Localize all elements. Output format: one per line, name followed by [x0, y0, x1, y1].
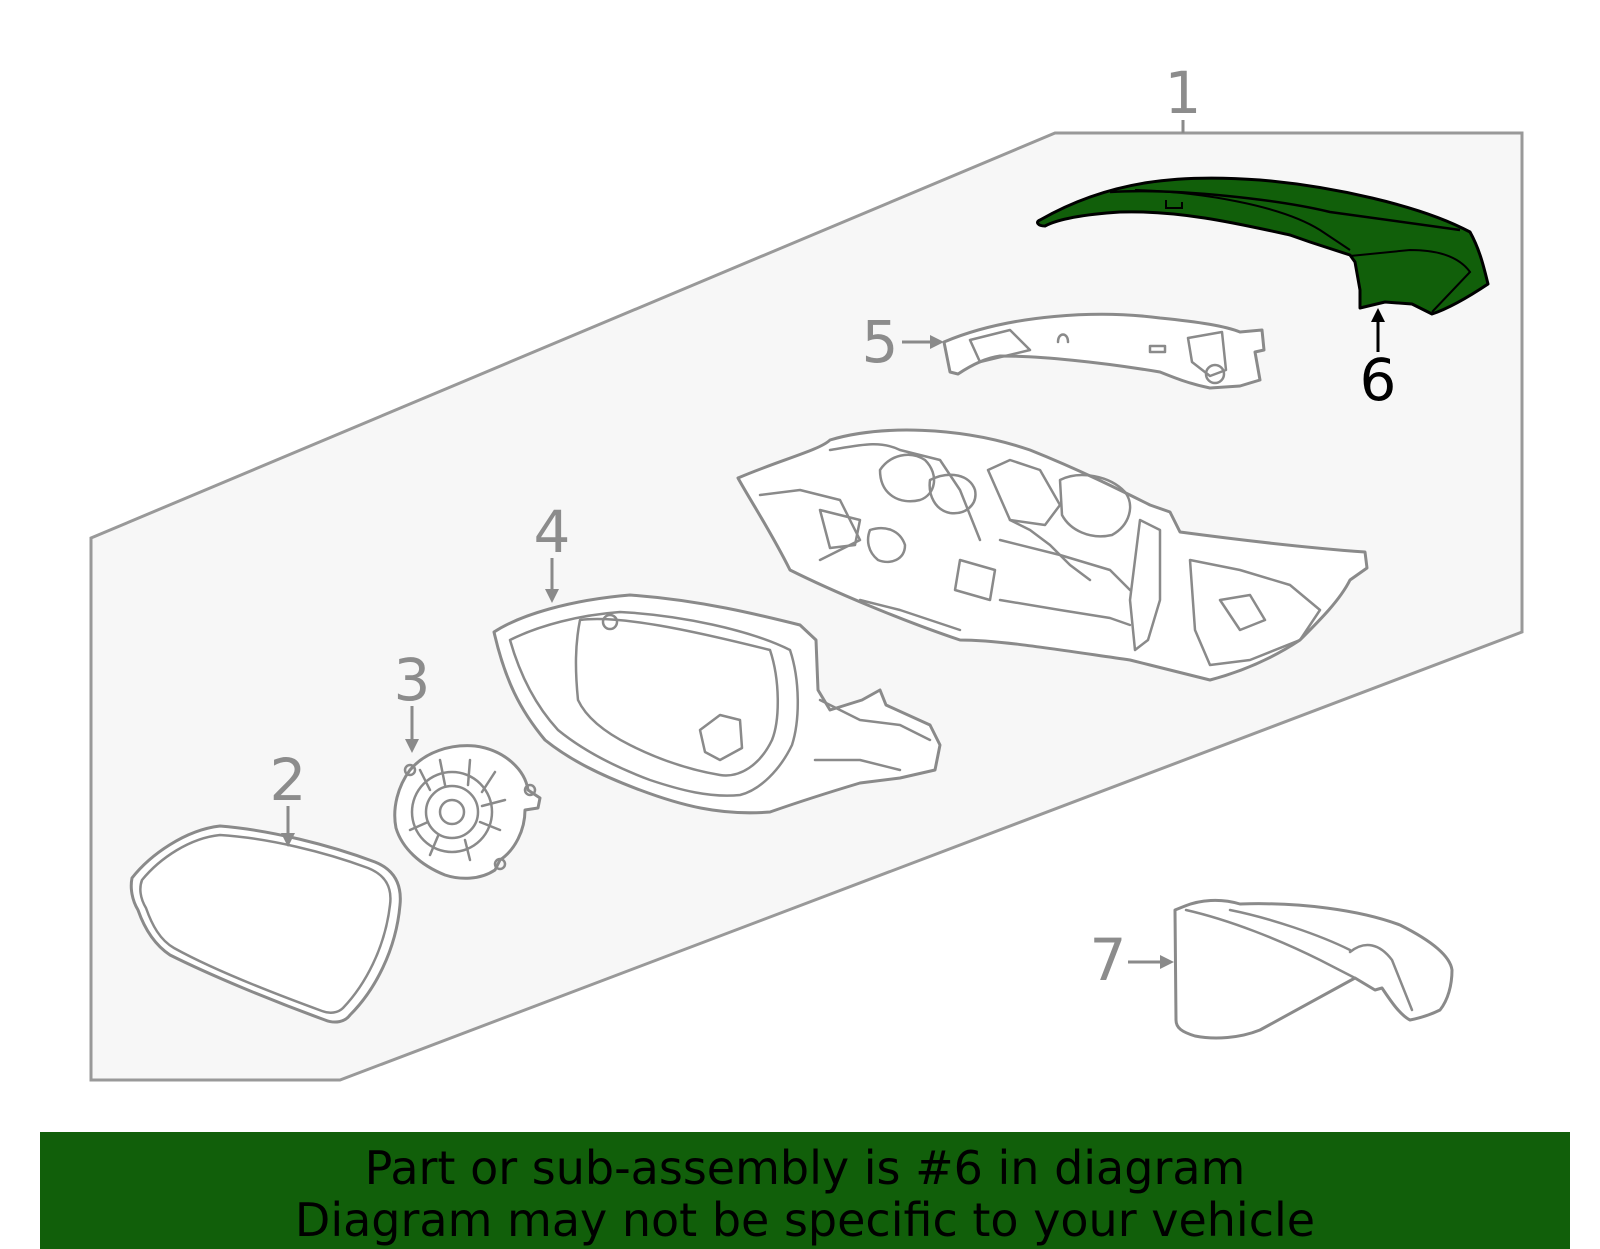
banner-line-disclaimer: Diagram may not be specific to your vehi… [294, 1193, 1316, 1247]
callout-2[interactable]: 2 [270, 746, 307, 814]
part-6-mirror-cap[interactable] [1036, 176, 1490, 316]
part-7-lower-cover[interactable] [1173, 898, 1454, 1040]
callout-4[interactable]: 4 [534, 498, 571, 566]
part-5-turn-signal[interactable] [942, 312, 1266, 390]
mirror-base-assembly[interactable] [736, 428, 1369, 682]
part-4-mirror-frame[interactable] [492, 593, 942, 815]
arrow-5 [930, 335, 944, 349]
banner-line-part-number: Part or sub-assembly is #6 in diagram [364, 1141, 1246, 1195]
arrow-6 [1371, 308, 1385, 322]
callout-3[interactable]: 3 [394, 646, 431, 714]
callout-5[interactable]: 5 [862, 308, 899, 376]
part-2-mirror-glass[interactable] [129, 824, 402, 1024]
info-banner: Part or sub-assembly is #6 in diagram Di… [40, 1132, 1570, 1249]
arrow-2 [281, 833, 295, 847]
callout-7[interactable]: 7 [1090, 926, 1127, 994]
arrow-7 [1160, 955, 1174, 969]
arrow-4 [545, 589, 559, 603]
arrow-3 [405, 739, 419, 753]
callout-6[interactable]: 6 [1360, 346, 1397, 414]
callout-1[interactable]: 1 [1165, 59, 1202, 127]
part-3-actuator[interactable] [393, 744, 542, 880]
